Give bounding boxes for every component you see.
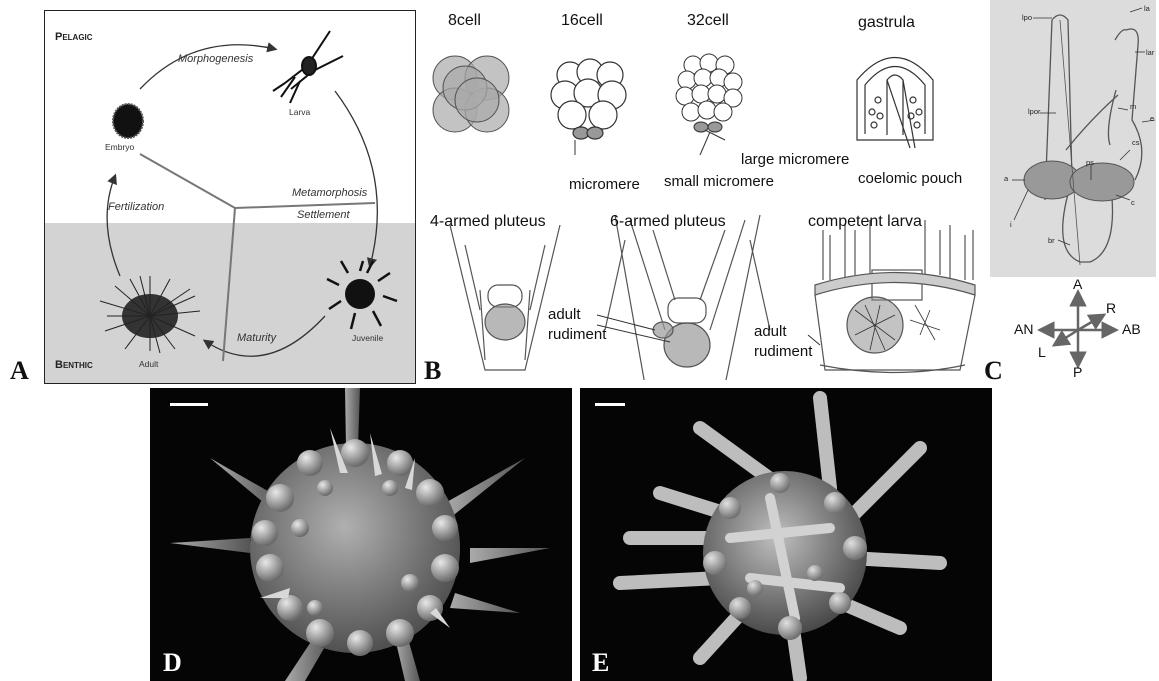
title-8cell: 8cell xyxy=(448,12,481,30)
cs-label: cs xyxy=(1132,138,1140,147)
ps-label: ps xyxy=(1086,158,1094,167)
16cell-diagram xyxy=(551,59,626,139)
panel-letter-d: D xyxy=(163,648,182,678)
6-armed-pluteus-diagram xyxy=(605,215,770,380)
8cell-diagram xyxy=(433,56,509,132)
lpor-label: lpor xyxy=(1028,107,1041,116)
embryo-illustration xyxy=(113,104,143,138)
e-label: e xyxy=(1150,114,1154,123)
sem-juvenile-e-illustration xyxy=(580,388,992,681)
pelagic-label: Pelagic xyxy=(55,31,93,43)
maturity-label: Maturity xyxy=(237,332,276,344)
br-label: br xyxy=(1048,236,1055,245)
coelomic-pouch-label: coelomic pouch xyxy=(858,170,962,187)
lpo-label: lpo xyxy=(1022,13,1032,22)
gastrula-diagram xyxy=(857,58,933,149)
lar-label: lar xyxy=(1146,48,1154,57)
title-competent-larva: competent larva xyxy=(808,213,922,231)
competent-larva-diagram xyxy=(815,220,975,373)
m-label: m xyxy=(1130,102,1136,111)
axis-label-posterior: P xyxy=(1073,364,1082,380)
panel-letter-b: B xyxy=(424,356,441,386)
i-label: i xyxy=(1010,220,1012,229)
axis-label-left: L xyxy=(1038,344,1046,360)
panel-d-sem-juvenile xyxy=(150,388,572,681)
small-micromere-label: small micromere xyxy=(664,173,774,190)
axis-label-abanal: AB xyxy=(1122,321,1141,337)
panel-letter-a: A xyxy=(10,356,29,386)
panel-e-sem-juvenile xyxy=(580,388,992,681)
title-16cell: 16cell xyxy=(561,12,603,30)
micromere-label: micromere xyxy=(569,176,640,193)
embryo-label: Embryo xyxy=(105,142,134,152)
adult-rudiment-label-1b: rudiment xyxy=(548,326,606,343)
metamorphosis-label: Metamorphosis xyxy=(292,187,367,199)
panel-letter-e: E xyxy=(592,648,609,678)
axis-label-anterior: A xyxy=(1073,276,1082,292)
4-armed-pluteus-diagram xyxy=(450,225,560,370)
a-label: a xyxy=(1004,174,1008,183)
axis-label-anal: AN xyxy=(1014,321,1033,337)
c-label: c xyxy=(1131,198,1135,207)
adult-rudiment-label-1a: adult xyxy=(548,306,581,323)
title-32cell: 32cell xyxy=(687,12,729,30)
settlement-label: Settlement xyxy=(297,209,350,221)
adult-illustration xyxy=(100,276,200,353)
title-4-armed-pluteus: 4-armed pluteus xyxy=(430,213,546,231)
panel-letter-c: C xyxy=(984,356,1003,386)
axis-label-right: R xyxy=(1106,300,1116,316)
la-label: la xyxy=(1144,4,1150,13)
sem-juvenile-d-illustration xyxy=(150,388,572,681)
large-micromere-label: large micromere xyxy=(741,151,849,168)
embryo-stage-diagrams xyxy=(425,30,990,380)
adult-label: Adult xyxy=(139,359,158,369)
32cell-diagram xyxy=(676,54,742,132)
adult-rudiment-label-2a: adult xyxy=(754,323,787,340)
panel-a-life-cycle: Pelagic Benthic Embryo Larva Juvenile Ad… xyxy=(44,10,416,384)
morphogenesis-label: Morphogenesis xyxy=(178,53,253,65)
benthic-label: Benthic xyxy=(55,359,93,371)
panel-c-larva-anatomy: lpo la lar m e lpor cs ps a i br c xyxy=(990,0,1156,277)
juvenile-illustration xyxy=(327,261,397,329)
juvenile-label: Juvenile xyxy=(352,333,383,343)
title-6-armed-pluteus: 6-armed pluteus xyxy=(610,213,726,231)
adult-rudiment-label-2b: rudiment xyxy=(754,343,812,360)
fertilization-label: Fertilization xyxy=(108,201,164,213)
larva-illustration xyxy=(273,31,343,103)
larva-label: Larva xyxy=(289,107,310,117)
